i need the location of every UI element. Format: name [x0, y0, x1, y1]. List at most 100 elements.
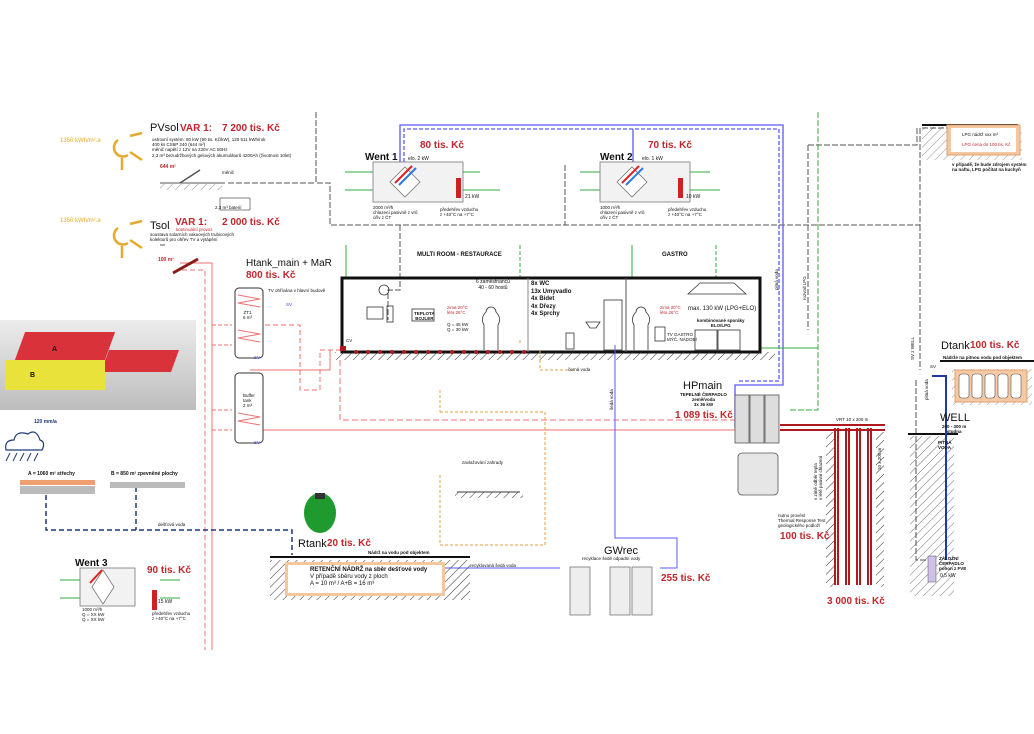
- tsol-irradiance: 1350 kWh/m².a: [60, 218, 101, 224]
- rtank-title: Rtank: [298, 538, 327, 550]
- pvsol-title: PVsol: [150, 122, 179, 134]
- blue-duct: [399, 124, 784, 428]
- rainwater-pipe: [45, 487, 293, 555]
- borehole-label: VRT 10 x 200 m: [836, 417, 869, 422]
- sv-label-3: SV: [286, 302, 293, 307]
- rtank-note: Nádrž na vodu pod objektem: [368, 550, 430, 555]
- went1-elo: elo. 2 kW: [408, 156, 429, 162]
- went3-heater: 15 kW: [158, 599, 173, 605]
- paved-area: B = 850 m² zpevněné plochy: [111, 471, 178, 477]
- black-water-label: černá voda: [568, 367, 591, 372]
- went2-elo: elo. 1 kW: [642, 156, 663, 162]
- rain-amount: 120 mm/a: [34, 419, 57, 425]
- lpg-pipe-label: rozvod LPG: [802, 276, 807, 300]
- irrigation-label: zavlažování zahrady: [462, 460, 504, 465]
- trt-price: 100 tis. Kč: [780, 531, 830, 542]
- hpmain-price: 1 089 tis. Kč: [675, 410, 733, 421]
- grey-water-label: šedá voda: [609, 389, 614, 410]
- inverter-label: měnič: [222, 170, 235, 175]
- pvsol-price: 7 200 tis. Kč: [222, 123, 280, 134]
- rainwater-label: dešťová voda: [158, 522, 186, 527]
- roof-area: A = 1060 m² střechy: [28, 471, 75, 477]
- htank-tv-note: TV ohřívána v hlavní budově: [268, 288, 326, 293]
- pvsol-variant: VAR 1:: [180, 123, 213, 134]
- went2-price: 70 tis. Kč: [648, 140, 692, 151]
- pvsol-desc: ostrovní systém: 80 kW (90 tis. Kč/kW), …: [152, 137, 292, 158]
- multiroom-heading: MULTI ROOM - RESTAURACE: [417, 252, 502, 258]
- gwrec-subtitle: recyklace šedé odpadní vody: [582, 556, 641, 561]
- went3-price: 90 tis. Kč: [147, 565, 191, 576]
- went1-price: 80 tis. Kč: [420, 140, 464, 151]
- borehole-price: 3 000 tis. Kč: [827, 596, 885, 607]
- cv-label: CV: [346, 338, 353, 343]
- sv-label-1: SV: [254, 355, 261, 360]
- sv-label-2: SV: [254, 440, 261, 445]
- lpg-tank-label: LPG nádrž xxx m³: [962, 132, 999, 137]
- tsol-desc: soustava solarních vakuových trubicových…: [150, 232, 235, 243]
- pvsol-area: 644 m²: [160, 164, 176, 170]
- recycled-water-label: recyklovaná šedá voda: [470, 563, 517, 568]
- tsol-title: Tsol: [150, 220, 170, 232]
- tsol-variant: VAR 1:: [175, 217, 208, 228]
- went3-title: Went 3: [75, 558, 108, 569]
- dtank-pipe: pitná voda: [924, 379, 929, 400]
- pv-irradiance: 1350 kWh/m².a: [60, 138, 101, 144]
- dtank-note: Nádrže na pitnou vodu pod objektem: [943, 355, 1023, 360]
- went1-title: Went 1: [365, 152, 398, 163]
- sv-well-label: SV z WELL: [910, 336, 915, 360]
- dtank-sv: SV: [930, 364, 937, 369]
- model-label-a: A: [52, 346, 58, 353]
- went2-heater: 10 kW: [686, 194, 701, 200]
- potable-pipe-label: pitná voda: [774, 269, 779, 290]
- borehole-pipes: [780, 424, 885, 585]
- gastro-max-power: max. 130 kW (LPG+ELO): [688, 306, 757, 312]
- gwrec-price: 255 tis. Kč: [661, 573, 711, 584]
- htank-price: 800 tis. Kč: [246, 270, 296, 281]
- well-pump-power: 0,5 kW: [940, 573, 956, 579]
- lpg-price: LPG cena do 100 tis. Kč: [962, 142, 1011, 147]
- green-lines: [60, 112, 819, 599]
- dtank-price: 100 tis. Kč: [970, 340, 1020, 351]
- went2-title: Went 2: [600, 152, 633, 163]
- battery-label: 2,3 m³ baterií: [215, 205, 242, 210]
- went1-heater: 21 kW: [465, 194, 480, 200]
- borehole-depth: 10 x 200 m: [877, 447, 882, 470]
- gastro-heading: GASTRO: [662, 252, 688, 258]
- model-label-b: B: [30, 372, 36, 379]
- htank-title: Htank_main + MaR: [246, 258, 332, 269]
- tsol-price: 2 000 tis. Kč: [222, 217, 280, 228]
- dtank-title: Dtank: [941, 340, 970, 352]
- rtank-price: 20 tis. Kč: [327, 538, 371, 549]
- tsol-mode: kontinuální provoz: [176, 227, 213, 232]
- well-title: WELL: [940, 412, 970, 424]
- gwrec-title: GWrec: [604, 545, 639, 557]
- building-3d-model: A B: [0, 320, 196, 410]
- hpmain-title: HPmain: [683, 380, 723, 392]
